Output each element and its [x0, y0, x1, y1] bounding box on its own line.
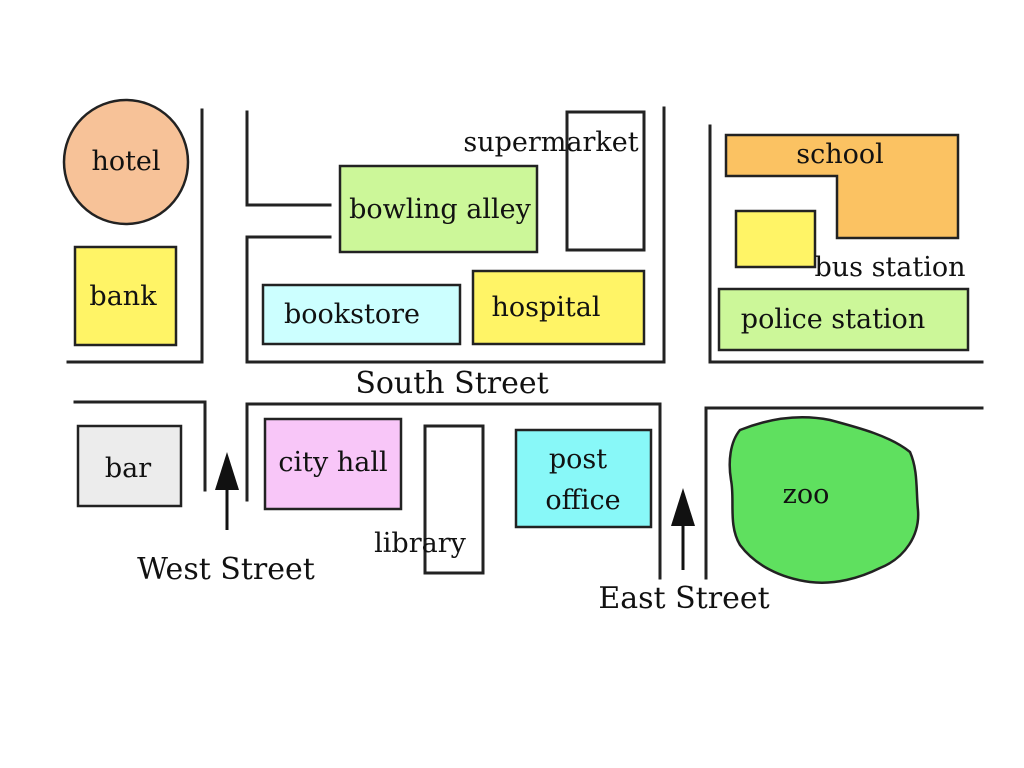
supermarket: supermarket	[463, 127, 638, 158]
bus-station-label: bus station	[814, 252, 965, 283]
street-outlines	[66, 106, 984, 580]
zoo: zoo	[728, 415, 920, 584]
east-street-arrow-icon	[671, 488, 695, 570]
library: library	[374, 528, 466, 559]
bank: bank	[73, 245, 178, 347]
bookstore: bookstore	[261, 283, 462, 346]
zoo-label: zoo	[783, 479, 830, 510]
city-hall-shape	[263, 417, 403, 511]
post-office: post office	[514, 428, 653, 529]
post-office-label-line2: office	[545, 485, 620, 516]
school-label: school	[796, 139, 884, 170]
bank-label: bank	[89, 281, 157, 312]
library-label: library	[374, 528, 466, 559]
east-street-label: East Street	[598, 581, 769, 616]
zoo-shape	[728, 415, 920, 584]
bowling-alley: bowling alley	[338, 164, 539, 254]
bookstore-shape	[261, 283, 462, 346]
supermarket-label: supermarket	[463, 127, 638, 158]
hotel: hotel	[62, 98, 190, 226]
south-street-label: South Street	[355, 366, 548, 401]
post-office-label-line1: post	[549, 444, 607, 475]
bus-station-shape	[734, 209, 817, 269]
west-street-label: West Street	[137, 552, 315, 587]
bar: bar	[76, 424, 183, 508]
hotel-label: hotel	[91, 146, 160, 177]
city-hall: city hall	[263, 417, 403, 511]
hospital-shape	[471, 269, 646, 346]
bookstore-label: bookstore	[284, 299, 420, 330]
bowling-alley-shape	[338, 164, 539, 254]
bus-station: bus station	[734, 209, 966, 283]
hospital-label: hospital	[491, 292, 600, 323]
west-street-arrow-icon	[215, 452, 239, 530]
police-station-label: police station	[741, 304, 925, 335]
school-shape	[724, 133, 960, 240]
bowling-alley-label: bowling alley	[349, 194, 532, 225]
hospital: hospital	[471, 269, 646, 346]
school: school	[724, 133, 960, 240]
bar-label: bar	[105, 453, 151, 484]
hotel-shape	[62, 98, 190, 226]
police-station-shape	[717, 287, 970, 352]
bar-shape	[76, 424, 183, 508]
bank-shape	[73, 245, 178, 347]
city-hall-label: city hall	[278, 447, 387, 478]
police-station: police station	[717, 287, 970, 352]
post-office-shape	[514, 428, 653, 529]
